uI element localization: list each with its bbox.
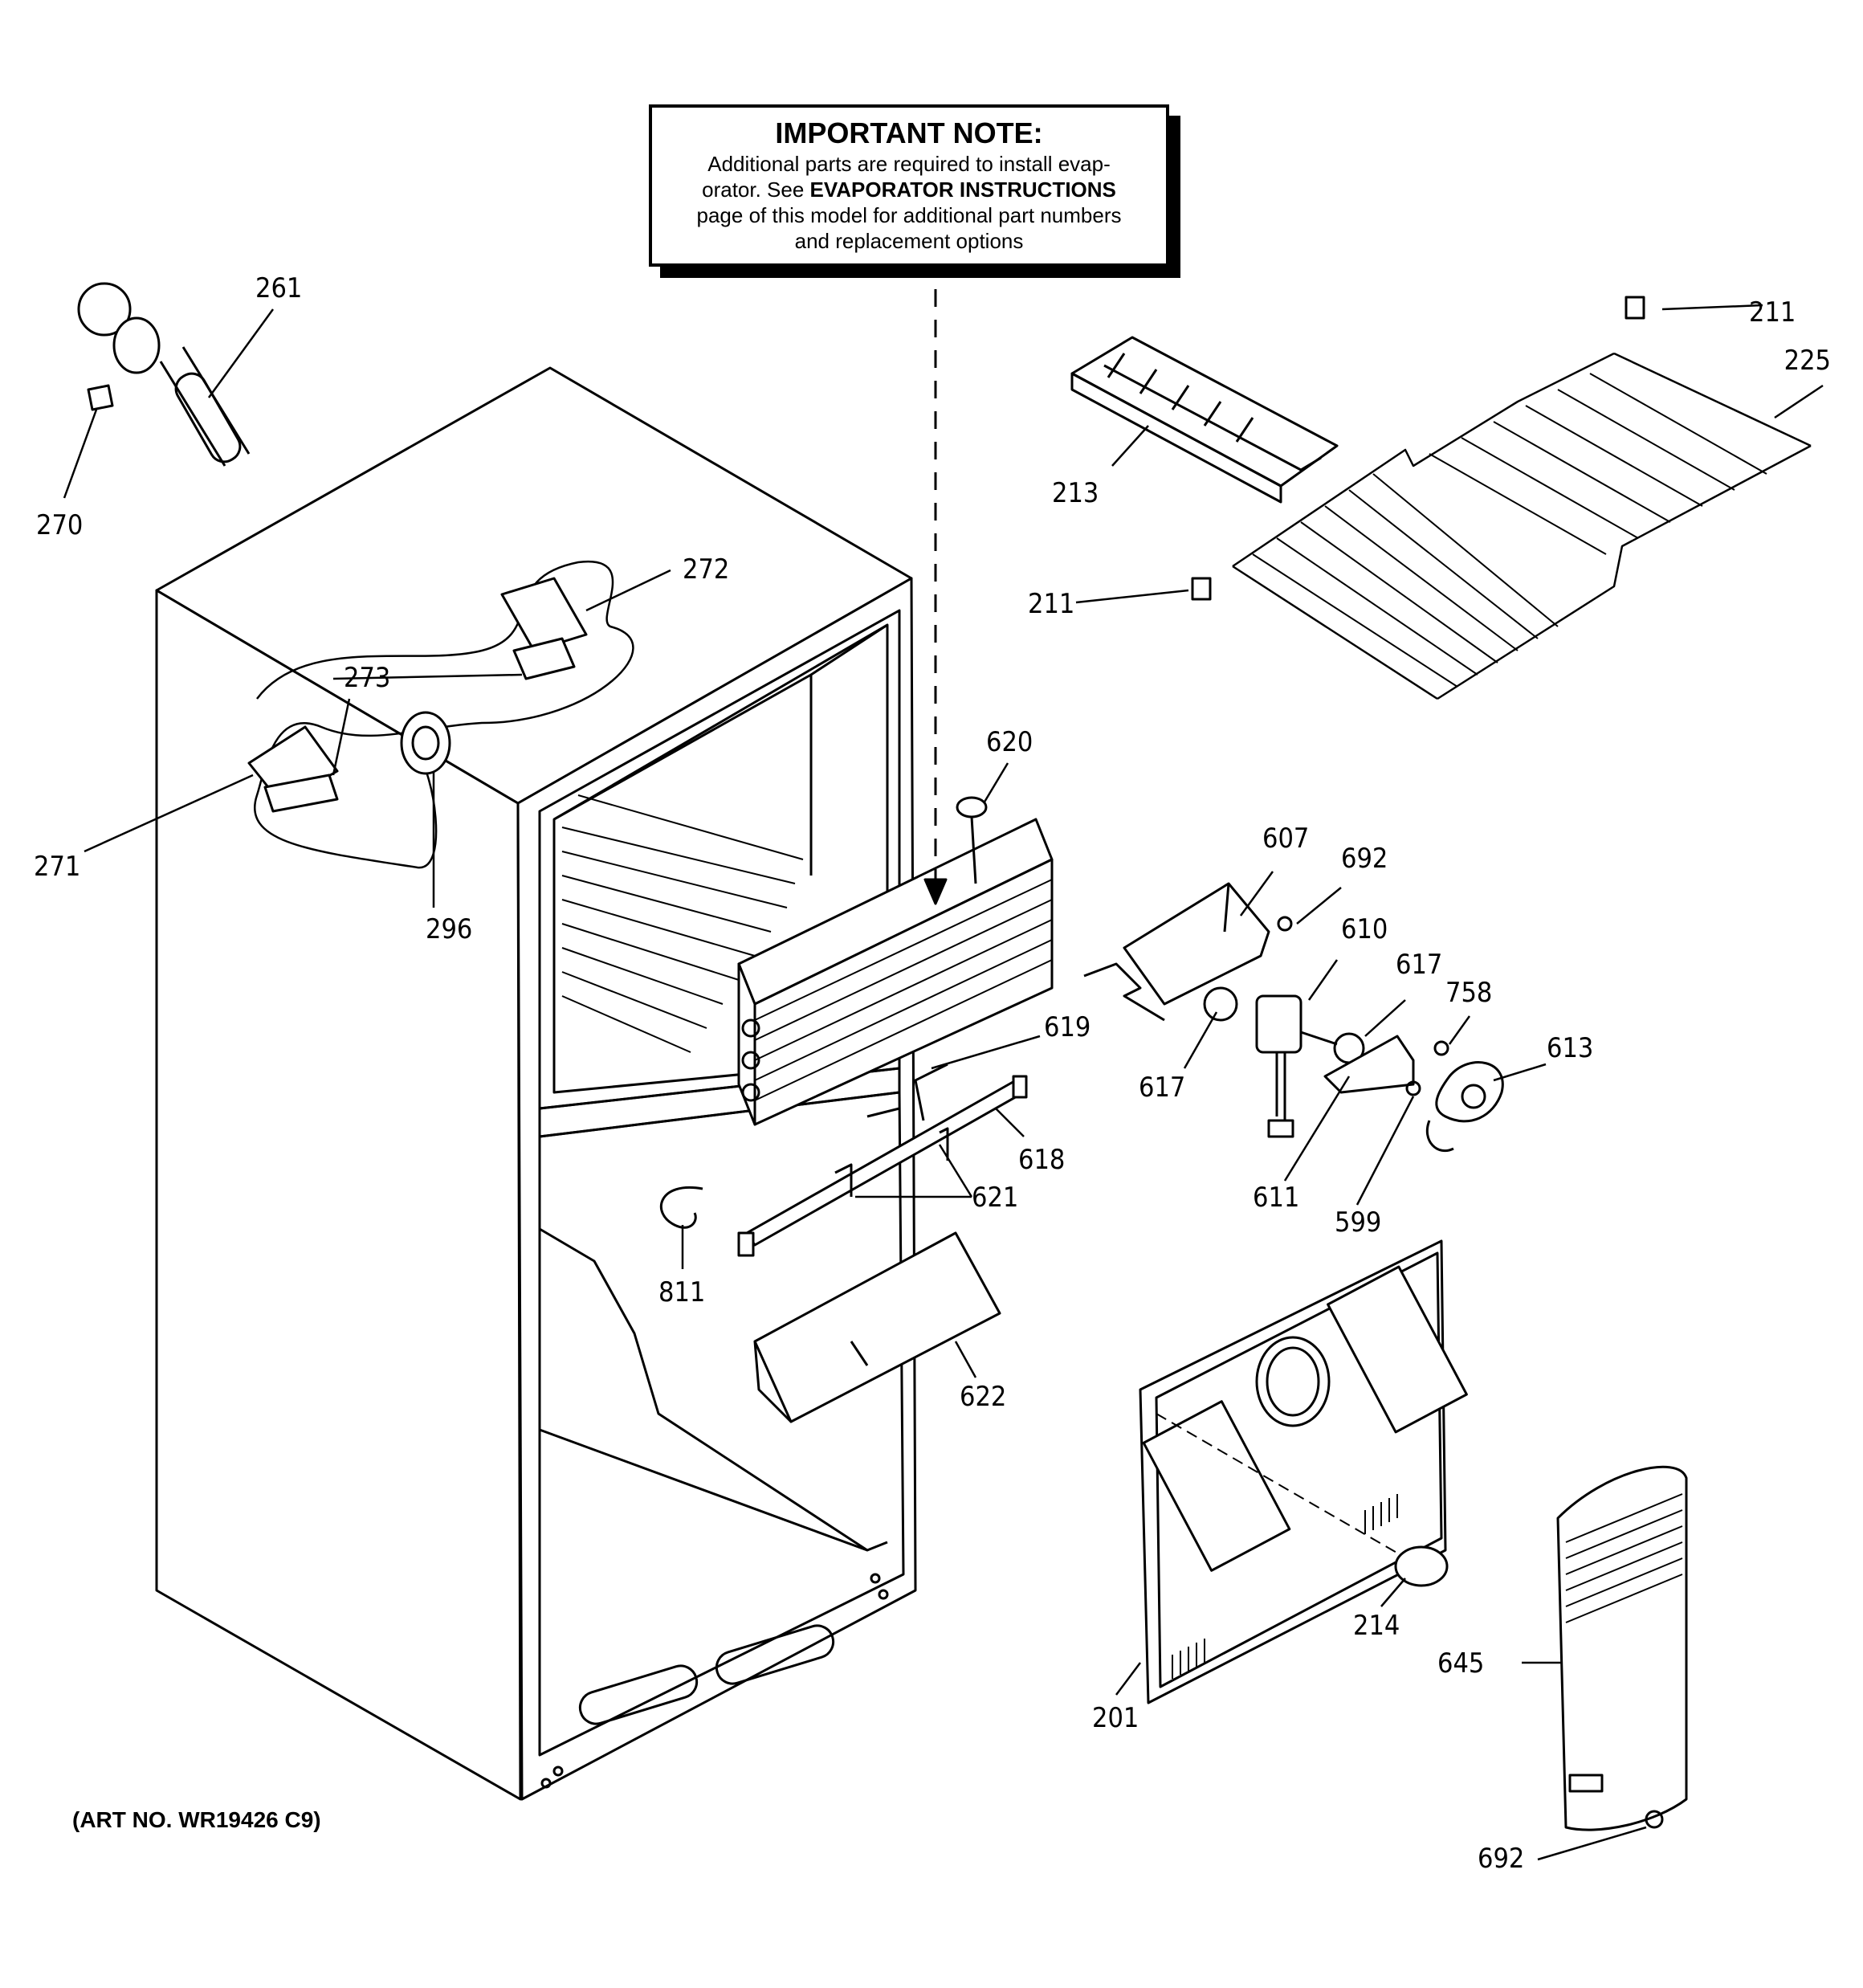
- evaporator-coil: [737, 796, 1054, 1126]
- fan-blade: [1425, 1061, 1504, 1152]
- label-611: 611: [1253, 1182, 1299, 1214]
- label-607: 607: [1262, 823, 1309, 855]
- control-wiring-cluster: [247, 560, 634, 869]
- defrost-heater: [737, 1063, 1028, 1257]
- important-note-box: IMPORTANT NOTE: Additional parts are req…: [649, 104, 1169, 267]
- screw-692-bottom: [1645, 1810, 1664, 1829]
- label-620: 620: [986, 726, 1033, 758]
- note-line-2: orator. See EVAPORATOR INSTRUCTIONS: [652, 177, 1166, 202]
- plug-214: [1394, 1545, 1449, 1587]
- clip-811: [660, 1186, 703, 1229]
- label-261: 261: [255, 272, 302, 304]
- note-evaporator-instructions: EVAPORATOR INSTRUCTIONS: [809, 178, 1116, 202]
- label-211-bottom: 211: [1028, 588, 1074, 620]
- fan-motor: [1203, 986, 1365, 1138]
- label-271: 271: [34, 851, 80, 883]
- screw-692-top: [1277, 916, 1293, 932]
- label-211-top: 211: [1749, 296, 1796, 329]
- label-758: 758: [1445, 977, 1492, 1009]
- screw-758: [1433, 1040, 1449, 1056]
- label-621: 621: [972, 1182, 1018, 1214]
- label-214: 214: [1353, 1610, 1400, 1642]
- label-201: 201: [1092, 1702, 1139, 1734]
- note-pointer-arrowhead: [923, 878, 948, 905]
- label-692-top: 692: [1341, 843, 1388, 875]
- label-225: 225: [1784, 345, 1831, 377]
- label-619: 619: [1044, 1011, 1090, 1043]
- wire-shelf: [1232, 352, 1812, 700]
- label-692-bottom: 692: [1478, 1843, 1524, 1875]
- note-line-1: Additional parts are required to install…: [707, 152, 1111, 176]
- label-617-right: 617: [1396, 949, 1442, 981]
- label-270: 270: [36, 509, 83, 541]
- fan-bracket-607: [1083, 882, 1270, 1022]
- refrigerator-cabinet: [155, 366, 917, 1801]
- leader-lines: [63, 304, 1824, 1861]
- drain-trough: [753, 1231, 1001, 1423]
- label-645: 645: [1437, 1647, 1484, 1680]
- note-line-4: and replacement options: [794, 229, 1024, 253]
- evaporator-cover: [1139, 1239, 1468, 1704]
- label-599: 599: [1335, 1206, 1381, 1239]
- label-618: 618: [1018, 1144, 1065, 1176]
- label-811: 811: [658, 1276, 705, 1308]
- note-line-3: page of this model for additional part n…: [696, 203, 1122, 227]
- part-labels: 261 270 272 273 271 296 213 211 225 211 …: [34, 272, 1831, 1875]
- vent-cover: [1556, 1465, 1688, 1831]
- label-617-left: 617: [1139, 1072, 1185, 1104]
- part-261-assembly: [77, 282, 251, 467]
- ice-tray: [1070, 336, 1339, 504]
- label-610: 610: [1341, 913, 1388, 945]
- art-number: (ART NO. WR19426 C9): [72, 1807, 321, 1832]
- label-213: 213: [1052, 477, 1099, 509]
- label-613: 613: [1547, 1032, 1593, 1064]
- label-273: 273: [344, 662, 390, 694]
- part-599-washer: [1405, 1080, 1421, 1096]
- label-622: 622: [960, 1381, 1006, 1413]
- note-title: IMPORTANT NOTE:: [775, 116, 1043, 149]
- label-272: 272: [683, 553, 729, 586]
- label-296: 296: [426, 913, 472, 945]
- note-line-2-text: orator. See: [702, 178, 810, 202]
- shelf-support-211-top: [1625, 296, 1645, 320]
- shelf-support-211-bottom: [1191, 577, 1212, 601]
